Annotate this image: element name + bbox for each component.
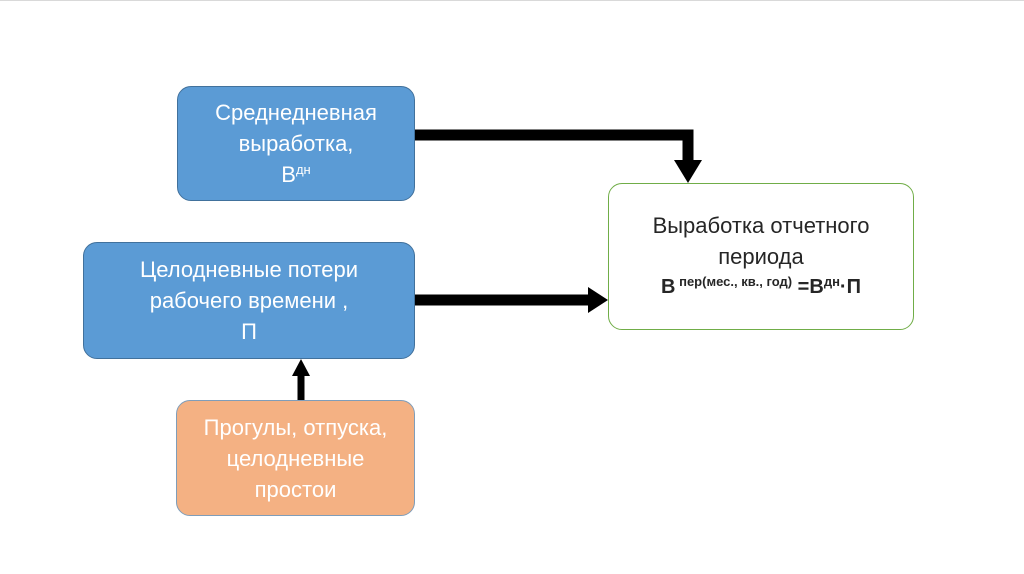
formula-sup2: дн (823, 274, 840, 289)
arrow-avg-to-output-head (674, 160, 702, 183)
losses-line1: Целодневные потери (139, 257, 359, 282)
formula-eq: =В (792, 276, 824, 298)
full-day-losses-box: Целодневные потери рабочего времени , П (83, 242, 415, 359)
formula-tail: ·П (839, 276, 861, 298)
top-divider-line (0, 0, 1024, 1)
absences-line2: целодневные (226, 445, 365, 471)
avg-output-line1: Среднедневная (215, 100, 377, 125)
period-output-formula: В пер(мес., кв., год) =Вдн·П (661, 272, 861, 303)
formula-symbol: В (661, 276, 676, 298)
absences-line1: Прогулы, отпуска, (203, 414, 388, 440)
period-output-box: Выработка отчетного периода В пер(мес., … (608, 183, 914, 330)
formula-sup: пер(мес., кв., год) (675, 274, 793, 289)
absences-line3: простои (254, 476, 337, 502)
losses-line2: рабочего времени , (149, 288, 349, 313)
arrow-loss-to-output-head (588, 287, 608, 313)
avg-output-symbol: В (281, 162, 296, 187)
period-output-line1: Выработка отчетного (652, 213, 870, 238)
absences-box: Прогулы, отпуска, целодневные простои (176, 400, 415, 516)
avg-output-line2: выработка, (238, 131, 354, 156)
arrow-avg-to-output (415, 129, 694, 162)
avg-daily-output-box: Среднедневная выработка, Вдн (177, 86, 415, 201)
arrow-absence-to-loss-head (292, 359, 310, 376)
losses-line3: П (241, 319, 257, 344)
avg-output-symbol-sup: дн (295, 162, 311, 177)
period-output-line2: периода (718, 244, 804, 269)
avg-output-symbol-line: Вдн (281, 159, 310, 190)
